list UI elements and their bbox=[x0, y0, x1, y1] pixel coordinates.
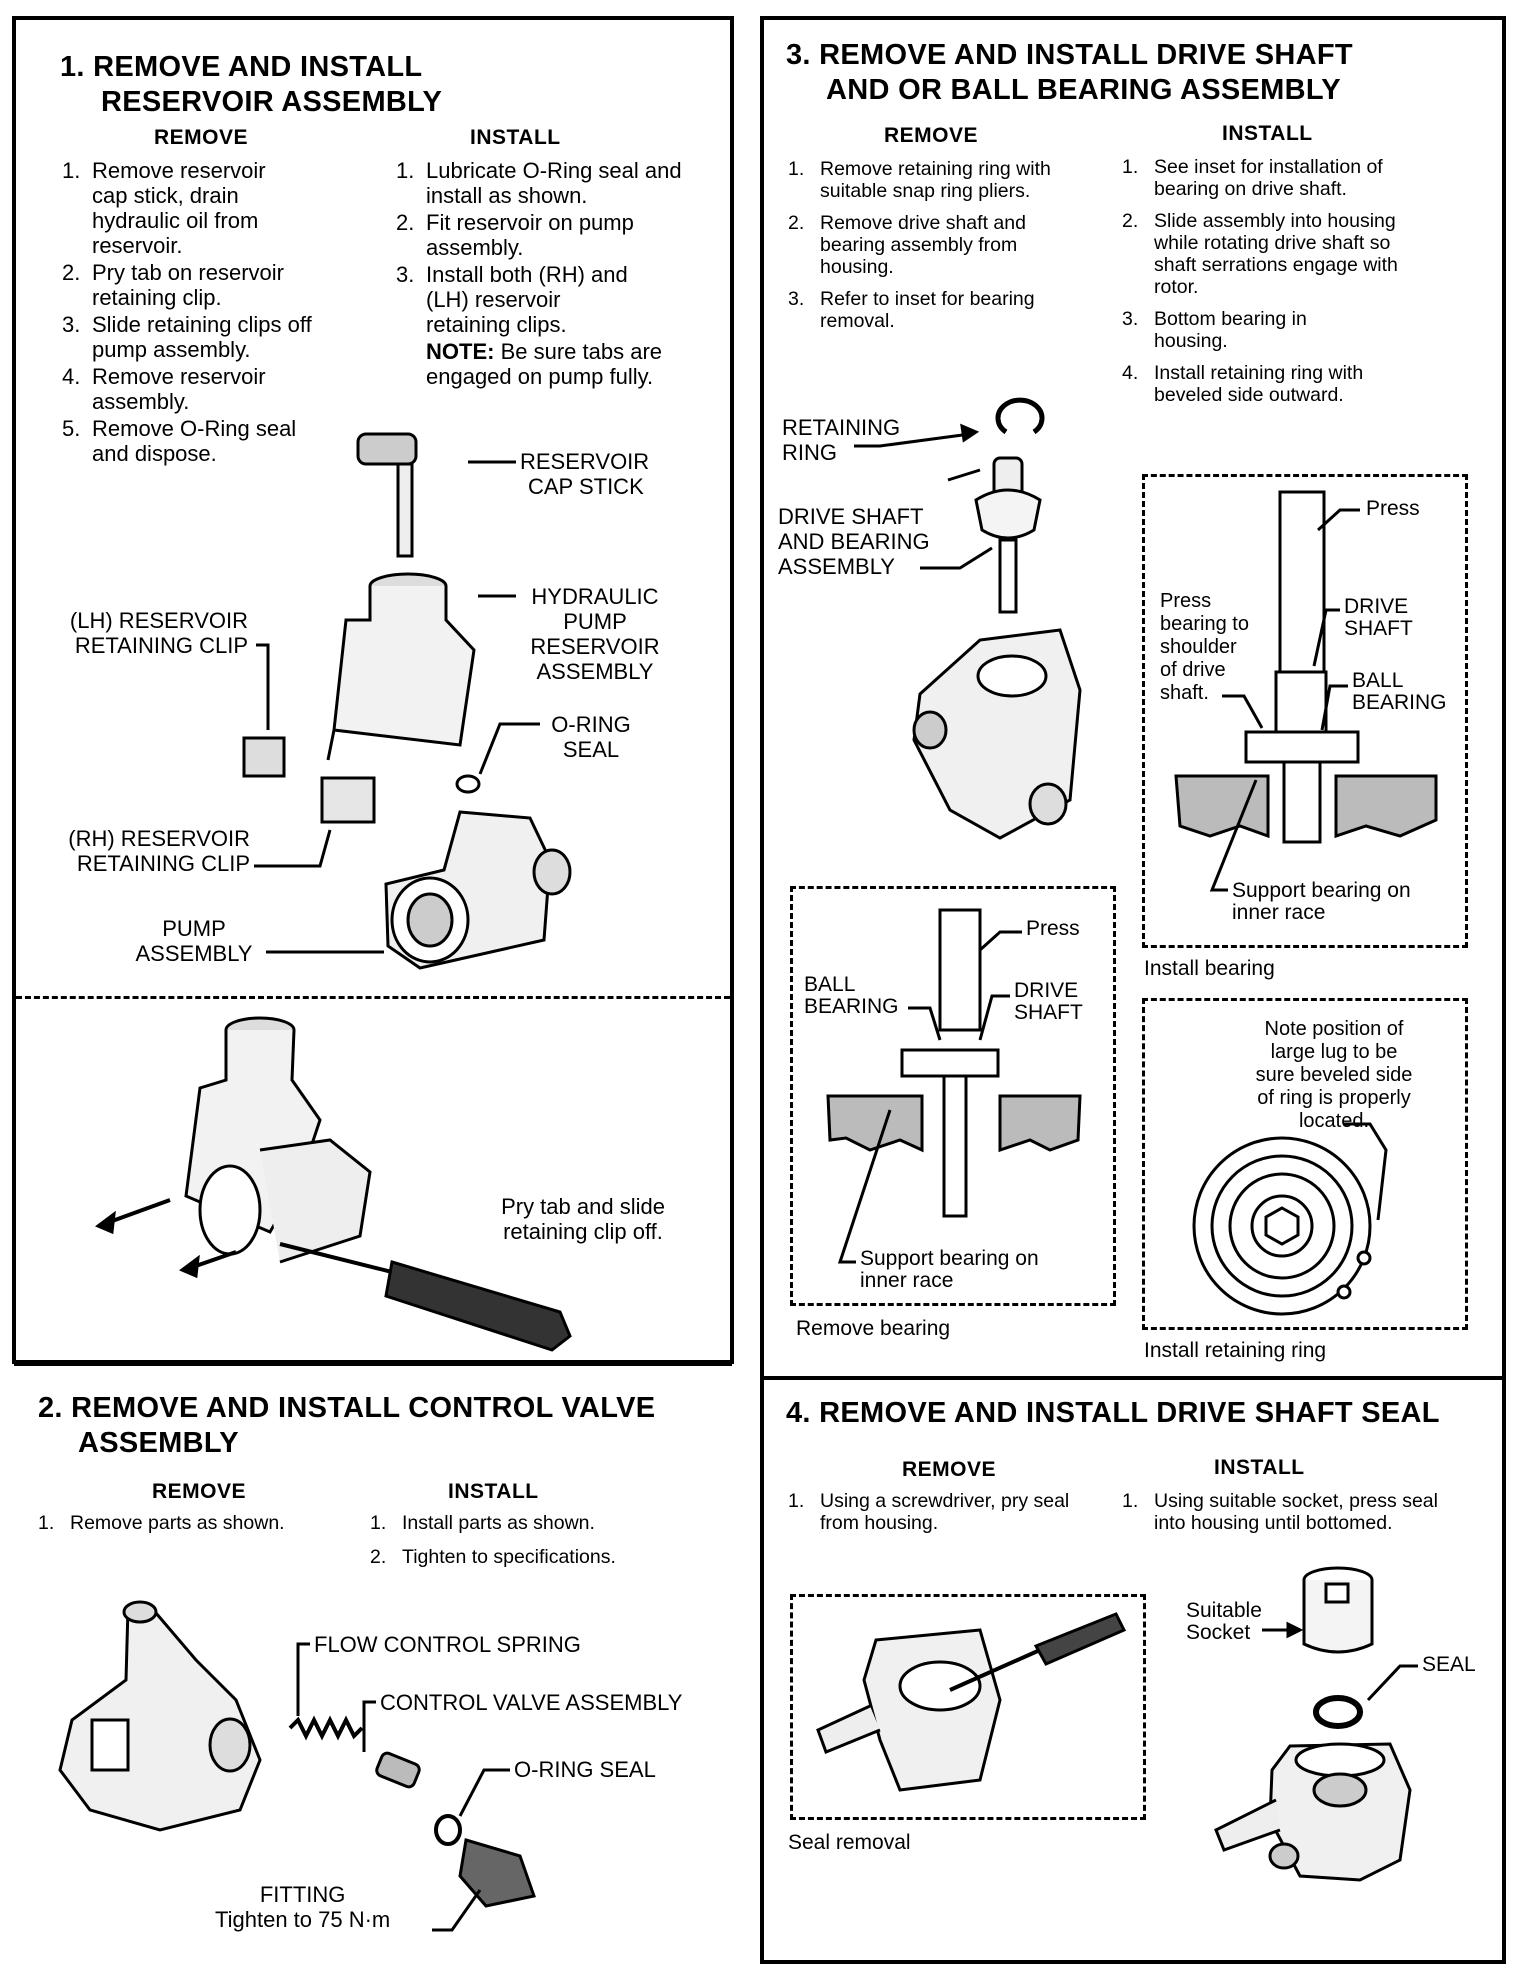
sec3-remove-header: REMOVE bbox=[884, 124, 979, 147]
section-4-title: 4. REMOVE AND INSTALL DRIVE SHAFT SEAL bbox=[786, 1397, 1440, 1429]
install-ring-inset bbox=[1142, 998, 1468, 1330]
list-item: 1.Remove reservoir cap stick, drain hydr… bbox=[62, 158, 266, 258]
list-item: 4.Install retaining ring with beveled si… bbox=[1122, 362, 1364, 406]
sec2-install-header: INSTALL bbox=[448, 1480, 539, 1503]
list-item: 1.Using suitable socket, press seal into… bbox=[1122, 1490, 1438, 1534]
seal-removal-inset bbox=[790, 1594, 1146, 1820]
section-3-4-panel bbox=[760, 16, 1506, 1964]
label-press-install: Press bbox=[1366, 497, 1420, 520]
list-item: 1.Using a screwdriver, pry seal from hou… bbox=[788, 1490, 1070, 1534]
list-item: 2.Tighten to specifications. bbox=[370, 1546, 616, 1568]
sec1-remove-list: 1.Remove reservoir cap stick, drain hydr… bbox=[62, 158, 332, 466]
label-oring-seal-2: O-RING SEAL bbox=[514, 1757, 656, 1782]
label-seal: SEAL bbox=[1422, 1653, 1476, 1676]
valve-icon bbox=[375, 1751, 421, 1789]
sec1-install-header: INSTALL bbox=[470, 126, 561, 149]
caption-install-ring: Install retaining ring bbox=[1144, 1339, 1327, 1362]
section-1-divider bbox=[16, 996, 730, 999]
sec2-remove-header: REMOVE bbox=[152, 1480, 247, 1503]
caption-seal-removal: Seal removal bbox=[788, 1831, 911, 1854]
list-item: 1.Lubricate O-Ring seal and install as s… bbox=[396, 158, 682, 208]
list-item: 2.Pry tab on reservoir retaining clip. bbox=[62, 260, 284, 310]
sec4-remove-list: 1.Using a screwdriver, pry seal from hou… bbox=[788, 1490, 1088, 1534]
sec3-install-list: 1.See inset for installation of bearing … bbox=[1122, 156, 1442, 406]
oring-icon-2 bbox=[434, 1814, 462, 1846]
sec4-remove-header: REMOVE bbox=[902, 1458, 997, 1481]
label-control-valve-assembly: CONTROL VALVE ASSEMBLY bbox=[380, 1690, 683, 1715]
sec2-install-list: 1.Install parts as shown. 2.Tighten to s… bbox=[370, 1512, 700, 1568]
sec2-remove-list: 1.Remove parts as shown. bbox=[38, 1512, 338, 1534]
list-item: 3.Slide retaining clips off pump assembl… bbox=[62, 312, 312, 362]
label-press-remove: Press bbox=[1026, 917, 1080, 940]
section-1-bottom-rule bbox=[14, 1362, 732, 1366]
sec3-install-header: INSTALL bbox=[1222, 122, 1313, 145]
list-item: 1.Remove parts as shown. bbox=[38, 1512, 285, 1534]
remove-bearing-inset bbox=[790, 886, 1116, 1306]
sec4-install-list: 1.Using suitable socket, press seal into… bbox=[1122, 1490, 1462, 1534]
list-item: 2.Fit reservoir on pump assembly. bbox=[396, 210, 634, 260]
list-item: 3.Bottom bearing in housing. bbox=[1122, 308, 1307, 352]
install-note: NOTE: Be sure tabs are engaged on pump f… bbox=[426, 339, 663, 389]
sec1-remove-header: REMOVE bbox=[154, 126, 249, 149]
pump-body-icon bbox=[58, 1600, 262, 1832]
sec1-install-list: 1.Lubricate O-Ring seal and install as s… bbox=[396, 158, 696, 389]
list-item: 2.Remove drive shaft and bearing assembl… bbox=[788, 212, 1026, 278]
section-1-title: 1. REMOVE AND INSTALL RESERVOIR ASSEMBLY bbox=[60, 51, 443, 118]
list-item: 1.Remove retaining ring with suitable sn… bbox=[788, 158, 1051, 202]
caption-install-bearing: Install bearing bbox=[1144, 957, 1275, 980]
list-item: 3.Refer to inset for bearing removal. bbox=[788, 288, 1035, 332]
spring-icon bbox=[288, 1715, 364, 1741]
fitting-icon bbox=[458, 1838, 536, 1908]
sec3-remove-list: 1.Remove retaining ring with suitable sn… bbox=[788, 158, 1078, 332]
list-item: 3.Install both (RH) and (LH) reservoir r… bbox=[396, 262, 628, 337]
install-bearing-inset bbox=[1142, 474, 1468, 948]
section-3-title: 3. REMOVE AND INSTALL DRIVE SHAFT AND OR… bbox=[786, 39, 1353, 106]
list-item: 5.Remove O-Ring seal and dispose. bbox=[62, 416, 297, 466]
list-item: 2.Slide assembly into housing while rota… bbox=[1122, 210, 1398, 298]
label-flow-control-spring: FLOW CONTROL SPRING bbox=[314, 1632, 581, 1657]
section-2-title: 2. REMOVE AND INSTALL CONTROL VALVE ASSE… bbox=[38, 1392, 656, 1459]
list-item: 1.See inset for installation of bearing … bbox=[1122, 156, 1383, 200]
sec4-install-header: INSTALL bbox=[1214, 1456, 1305, 1479]
list-item: 1.Install parts as shown. bbox=[370, 1512, 595, 1534]
section-3-bottom-rule bbox=[764, 1376, 1502, 1380]
caption-remove-bearing: Remove bearing bbox=[796, 1317, 951, 1340]
list-item: 4.Remove reservoir assembly. bbox=[62, 364, 266, 414]
